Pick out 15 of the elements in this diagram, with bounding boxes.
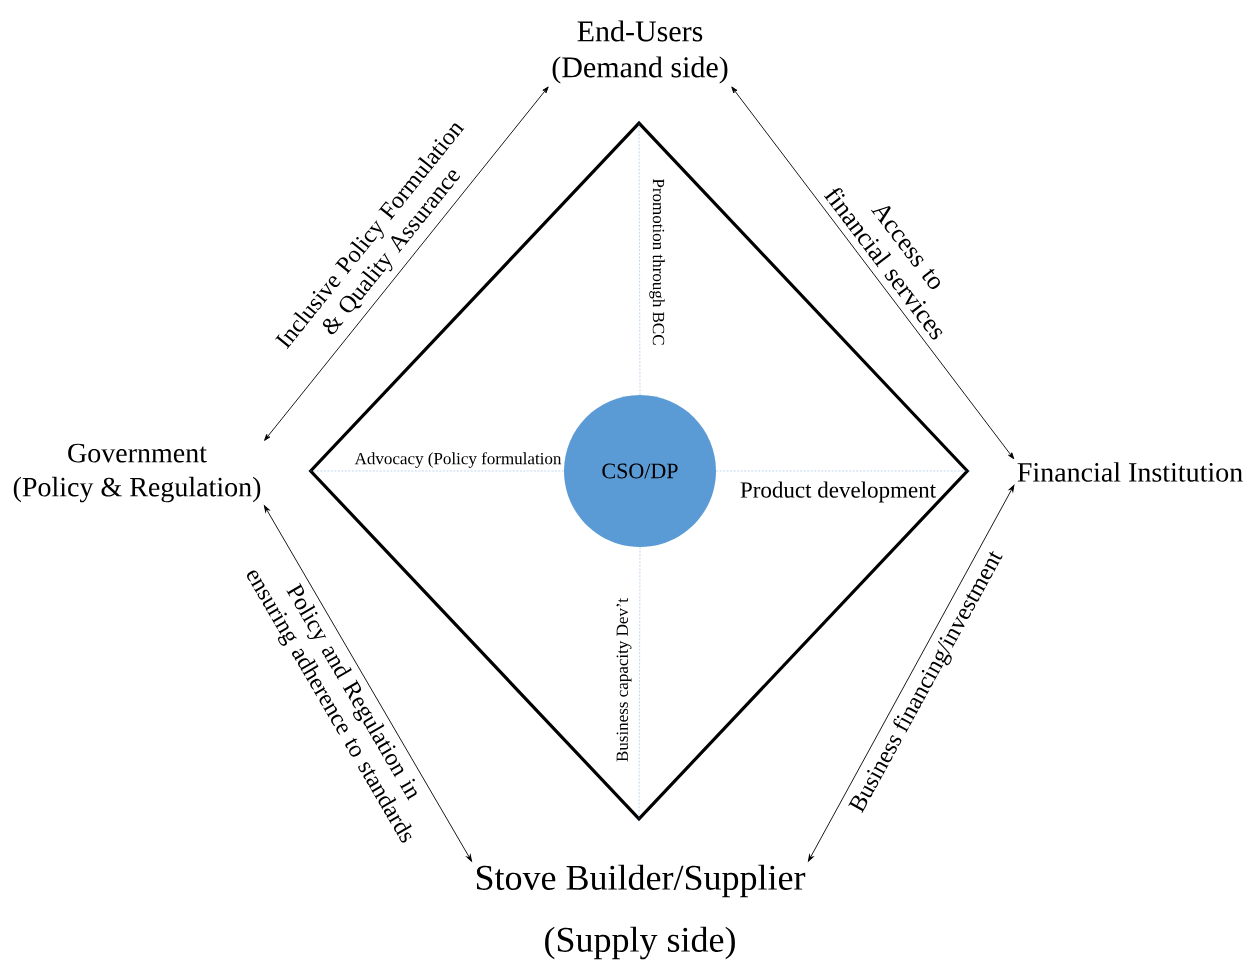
arrow bbox=[264, 86, 549, 441]
arrow bbox=[263, 505, 473, 862]
edge-label: Product development bbox=[740, 481, 936, 503]
arrow bbox=[807, 484, 1015, 862]
edge-label: Advocacy (Policy formulation bbox=[354, 452, 562, 468]
edge-label: Business capacity Dev’t bbox=[616, 598, 632, 762]
party-label: Financial Institution bbox=[1017, 462, 1243, 482]
arrow bbox=[731, 86, 1015, 460]
dashed-line bbox=[716, 470, 970, 472]
edge-label: Promotion through BCC bbox=[649, 178, 665, 345]
dashed-line bbox=[638, 547, 641, 822]
dashed-line bbox=[638, 120, 641, 395]
party-label: Stove Builder/Supplier (Supply side) bbox=[476, 864, 806, 960]
party-label: Government (Policy & Regulation) bbox=[13, 443, 261, 503]
party-label: End-Users (Demand side) bbox=[552, 20, 728, 84]
